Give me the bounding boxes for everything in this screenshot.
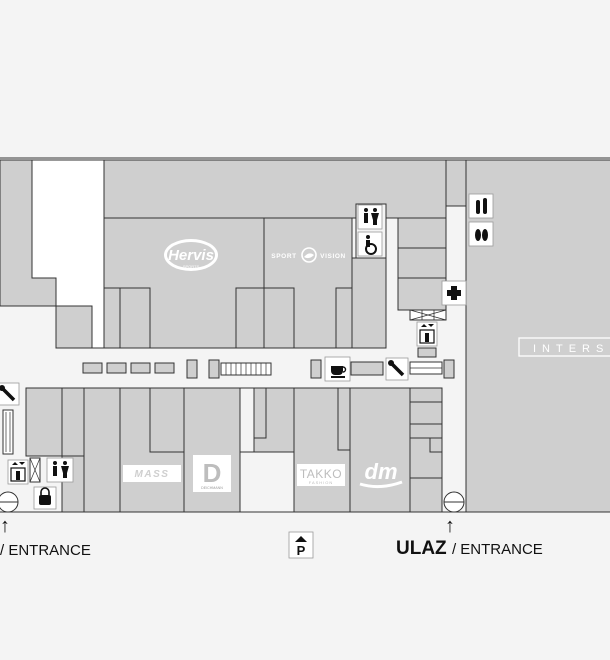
store-unit-r2[interactable]	[397, 247, 447, 279]
store-dm[interactable]	[349, 387, 411, 513]
restroom-icon[interactable]	[357, 204, 383, 230]
kiosk[interactable]	[350, 361, 384, 376]
svg-text:Hervis: Hervis	[168, 247, 214, 264]
entrance-arrow-right: ↑	[445, 515, 455, 537]
restroom-icon[interactable]	[46, 457, 74, 483]
atm-icon[interactable]	[33, 486, 57, 510]
svg-text:TAKKO: TAKKO	[300, 467, 342, 481]
store-unit-b3[interactable]	[83, 387, 121, 513]
hervis-logo: Hervis SPORTS	[164, 239, 218, 271]
store-unit-narrow[interactable]	[351, 257, 387, 349]
svg-text:SPORTS: SPORTS	[183, 264, 200, 269]
sport-vision-logo: SPORT VISION	[271, 247, 346, 263]
kiosk[interactable]	[82, 362, 103, 374]
store-unit-r3[interactable]	[397, 277, 447, 311]
svg-text:dm: dm	[365, 459, 398, 484]
svg-text:FASHION: FASHION	[309, 480, 334, 485]
takko-logo: TAKKO FASHION	[297, 464, 345, 486]
svg-text:VISION: VISION	[320, 253, 346, 260]
kiosk[interactable]	[417, 347, 437, 358]
baby-care-icon[interactable]	[468, 193, 494, 219]
interspar-logo: INTERS	[518, 337, 610, 357]
kiosk[interactable]	[443, 359, 455, 379]
wheelchair-restroom-icon[interactable]	[357, 231, 383, 257]
elevator-icon[interactable]	[416, 321, 438, 347]
kiosk[interactable]	[130, 362, 151, 374]
store-unit-upper-band[interactable]	[103, 159, 447, 219]
store-unit-r-top[interactable]	[445, 159, 467, 207]
baby-care-icon[interactable]	[468, 221, 494, 247]
svg-text:MASS: MASS	[135, 469, 170, 480]
mass-logo: MASS	[123, 465, 181, 482]
svg-text:DEICHMANN: DEICHMANN	[201, 486, 223, 490]
store-interspar[interactable]	[465, 159, 610, 513]
kiosk[interactable]	[106, 362, 127, 374]
svg-text:P: P	[297, 543, 306, 558]
store-unit-r1[interactable]	[397, 217, 447, 249]
kiosk[interactable]	[310, 359, 322, 379]
first-aid-icon[interactable]	[441, 280, 467, 306]
entrance-label-left: / ENTRANCE	[0, 542, 91, 559]
kiosk[interactable]	[208, 359, 220, 379]
entrance-label-entrance: / ENTRANCE	[451, 541, 543, 558]
kiosk[interactable]	[154, 362, 175, 374]
dm-logo: dm	[359, 459, 403, 489]
repair-service-icon[interactable]	[385, 357, 409, 381]
svg-text:INTERS: INTERS	[533, 343, 609, 355]
store-unit-b5[interactable]	[409, 387, 443, 403]
repair-service-icon[interactable]	[0, 382, 20, 406]
cafe-icon[interactable]	[324, 356, 351, 382]
store-unit-small-left[interactable]	[55, 305, 93, 349]
deichmann-logo: D DEICHMANN	[193, 455, 231, 492]
escalator-left	[2, 409, 14, 455]
store-deichmann[interactable]	[183, 387, 241, 513]
entrance-label-right: ULAZ / ENTRANCE	[396, 538, 543, 560]
kiosk[interactable]	[186, 359, 198, 379]
svg-text:SPORT: SPORT	[271, 253, 296, 260]
svg-text:D: D	[203, 458, 222, 488]
elevator-icon[interactable]	[7, 459, 29, 485]
parking-icon[interactable]: P	[288, 531, 314, 559]
entrance-arrow-left: ↑	[0, 515, 10, 537]
entrance-label-ulaz: ULAZ	[396, 538, 447, 559]
